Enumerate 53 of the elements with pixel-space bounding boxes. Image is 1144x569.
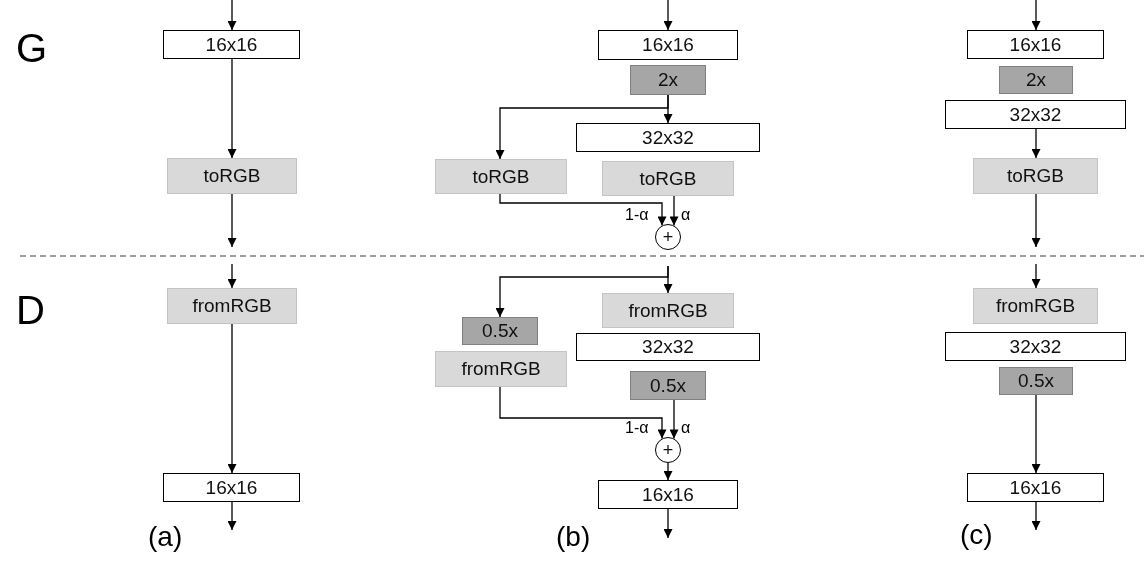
conversion-box: fromRGB	[973, 288, 1098, 324]
resolution-box: 32x32	[576, 123, 760, 152]
conversion-box: toRGB	[602, 161, 734, 196]
arrow	[669, 195, 679, 227]
resolution-box: 16x16	[967, 473, 1104, 502]
arrow	[1031, 394, 1041, 474]
arrow	[227, 323, 237, 474]
panel-label: (b)	[556, 523, 591, 551]
arrow	[663, 0, 673, 31]
conversion-box: toRGB	[973, 158, 1098, 194]
arrow	[1031, 263, 1041, 289]
conversion-box: toRGB	[167, 158, 297, 194]
resolution-box: 16x16	[163, 30, 300, 59]
edge-label: 1-α	[624, 420, 650, 436]
resolution-box: 16x16	[163, 473, 300, 502]
arrow	[227, 501, 237, 531]
scaling-box: 2x	[999, 66, 1073, 94]
arrow	[663, 462, 673, 481]
conversion-box: toRGB	[435, 159, 567, 194]
conversion-box: fromRGB	[167, 288, 297, 324]
arrow	[1031, 501, 1041, 531]
edge-label: 1-α	[624, 207, 650, 223]
scaling-box: 0.5x	[630, 371, 706, 400]
scaling-box: 2x	[630, 65, 706, 95]
arrow	[227, 0, 237, 31]
arrow	[1031, 0, 1041, 31]
resolution-box: 32x32	[945, 332, 1126, 361]
sum-circle: +	[655, 224, 681, 250]
arrow	[1031, 193, 1041, 248]
scaling-box: 0.5x	[462, 317, 538, 345]
resolution-box: 32x32	[945, 100, 1126, 129]
resolution-box: 16x16	[598, 480, 738, 509]
arrow	[669, 399, 679, 440]
arrow	[663, 508, 673, 539]
row-label: D	[16, 290, 45, 330]
panel-label: (c)	[960, 521, 993, 549]
resolution-box: 16x16	[598, 30, 738, 60]
arrow	[227, 58, 237, 159]
sum-circle: +	[655, 437, 681, 463]
arrow	[495, 265, 669, 318]
resolution-box: 32x32	[576, 333, 760, 361]
scaling-box: 0.5x	[999, 367, 1073, 395]
arrow	[1031, 128, 1041, 159]
arrow	[499, 386, 667, 440]
row-label: G	[16, 28, 48, 68]
arrow	[227, 193, 237, 248]
arrow	[495, 94, 669, 160]
resolution-box: 16x16	[967, 30, 1104, 59]
conversion-box: fromRGB	[435, 351, 567, 387]
arrow	[227, 263, 237, 289]
arrow	[499, 193, 667, 227]
panel-label: (a)	[148, 523, 183, 551]
conversion-box: fromRGB	[602, 293, 734, 328]
